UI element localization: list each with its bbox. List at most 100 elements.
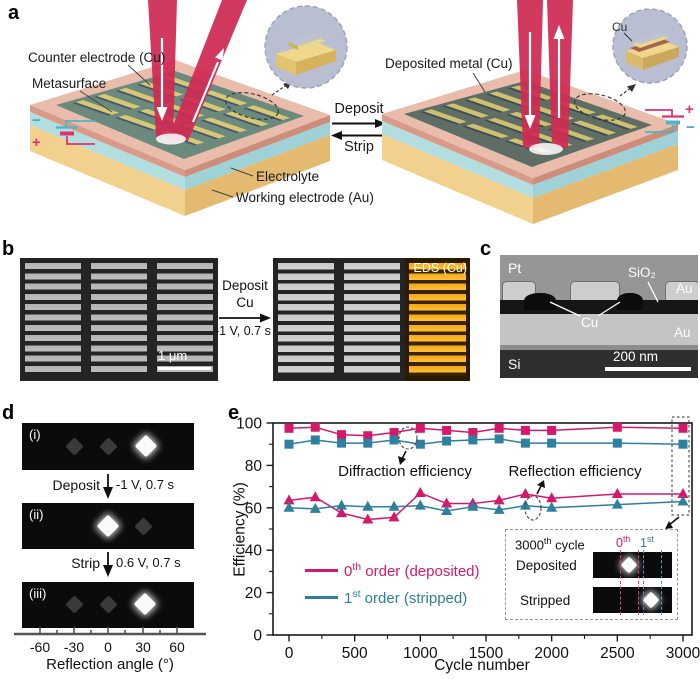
data-point-triangle [441,497,453,508]
data-point-square [284,423,294,433]
legend-entry-stripped: 1st order (stripped) [344,588,467,607]
data-point-triangle [546,501,558,512]
data-point-triangle [388,511,400,522]
inset-stripped-strip [593,587,672,613]
data-point-square [363,431,373,441]
inset-deposited-strip [593,552,672,578]
inset-title-text: 3000 [515,537,544,553]
x-tick-label: 500 [342,645,368,662]
frame-label: (iii) [29,586,47,601]
data-point-square [468,435,478,445]
data-point-square [678,423,688,433]
right-battery-minus: − [686,119,695,136]
data-point-square [520,425,530,435]
legend-text: order (deposited) [361,563,480,580]
d-tick-label: -30 [64,639,84,655]
inset-row-stripped: Stripped [520,593,571,608]
data-point-square [678,439,688,449]
y-tick-label: 0 [253,628,262,645]
data-point-triangle [611,488,623,499]
data-point-triangle [336,499,348,510]
nanorod-column [344,263,400,376]
panel-e-label: e [228,402,240,424]
legend-text: 1 [344,590,353,607]
panel-b-label: b [2,238,15,260]
data-point-triangle [414,486,426,497]
d-deposit-label: Deposit [52,477,100,493]
scale-bar-label: 200 nm [613,349,659,364]
data-point-triangle [611,498,623,509]
label-electrolyte: Electrolyte [256,169,320,184]
panel-a-illustration [30,0,688,224]
deposit-strip-arrows [331,119,386,140]
si-substrate [500,350,698,378]
label-counter-electrode: Counter electrode (Cu) [28,50,166,65]
data-point-triangle [493,494,505,505]
order0-marker-line [638,550,639,615]
deposit-cu-line2: Cu [236,295,254,310]
frame-label: (ii) [29,507,44,522]
data-point-square [389,435,399,445]
right-battery-symbol [645,109,684,133]
d-axis-title: Reflection angle (°) [46,656,174,673]
right-inset-pointer-arrow [627,84,636,92]
panel-d-label: d [2,402,15,424]
series-line [288,438,684,445]
cycle3000-inset: 3000th cycle 0th 1st Deposited Stripped [505,529,678,620]
inset-order0-label: 0th [616,534,630,550]
data-point-square [612,438,622,448]
data-point-triangle [362,513,374,524]
sem-image-before: 1 μm [20,258,218,381]
au-film-layer [500,314,698,345]
y-tick-label: 100 [236,416,262,433]
x-tick-label: 2500 [600,645,635,662]
data-point-triangle [467,500,479,511]
order1-marker-line [643,550,644,615]
label-working-electrode: Working electrode (Au) [236,190,374,205]
frame-label: (i) [29,427,41,442]
data-point-triangle [309,502,321,513]
data-point-square [389,428,399,438]
label-metasurface: Metasurface [32,76,107,91]
nanorod-column [278,263,334,376]
tem-annotation-lines [549,281,659,317]
data-point-triangle [493,503,505,514]
right-laser-beams [517,0,573,155]
order1-text: 1 [640,536,647,551]
legend-line-deposited [305,569,338,572]
au-nanorod-bump [665,281,698,302]
series-line [288,500,684,512]
d-deposit-condition: -1 V, 0.7 s [116,477,175,492]
data-point-square [612,422,622,432]
x-tick-label: 1000 [403,645,438,662]
diffraction-spot-bright [642,591,660,609]
data-point-triangle [519,499,531,510]
legend-text: 0 [344,563,353,580]
data-point-triangle [441,504,453,515]
diffraction-spot-bright [620,556,638,574]
data-point-square [547,425,557,435]
tem-cross-section: Pt SiO₂ Au Cu Au Si 200 nm [500,255,698,378]
deposit-cu-line1: Deposit [222,278,268,293]
y-tick-label: 20 [245,585,263,602]
annotation-diffraction: Diffraction efficiency [338,463,472,480]
right-inset-unit-cell [612,8,688,84]
left-battery-minus: − [32,112,41,129]
eds-cu-signal [409,263,466,376]
d-strip-condition: 0.6 V, 0.7 s [116,555,181,570]
d-tick-label: 60 [169,639,185,655]
strip-arrow [331,131,342,140]
cu-deposit-blob [617,293,643,310]
beam-spot-glow [156,133,186,145]
diffraction-frame-iii: (iii) [22,582,194,628]
d-tick-label: -60 [30,639,50,655]
label-cu: Cu [581,315,599,330]
d-tick-label: 30 [135,639,151,655]
label-pt: Pt [508,260,522,276]
y-tick-label: 40 [245,543,263,560]
left-laser-beams [148,0,247,145]
scale-bar-label: 1 μm [158,348,188,363]
right-dashed-ellipse [574,93,626,121]
data-point-square [468,428,478,438]
